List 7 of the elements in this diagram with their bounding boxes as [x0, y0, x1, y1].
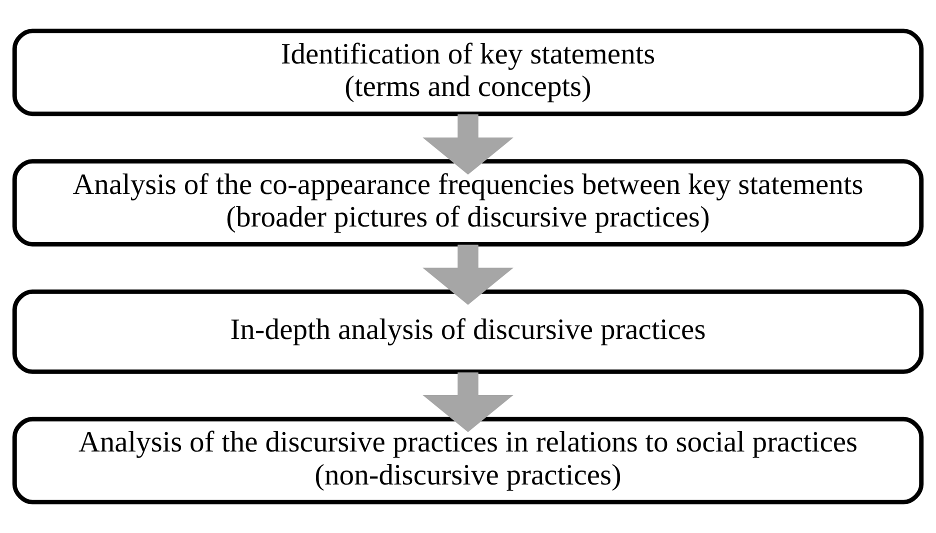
node-box: Analysis of the discursive practices in relations to social practices (non-discursive practices): [12, 416, 924, 504]
node-box: In-depth analysis of discursive practices: [12, 289, 924, 374]
node-box: Analysis of the co-appearance frequencies between key statements (broader pictures of discursive practices): [12, 159, 924, 246]
arrow: [422, 244, 514, 305]
node-box: Identification of key statements (terms and concepts): [12, 28, 924, 116]
arrow: [422, 114, 514, 175]
arrow: [422, 372, 514, 432]
